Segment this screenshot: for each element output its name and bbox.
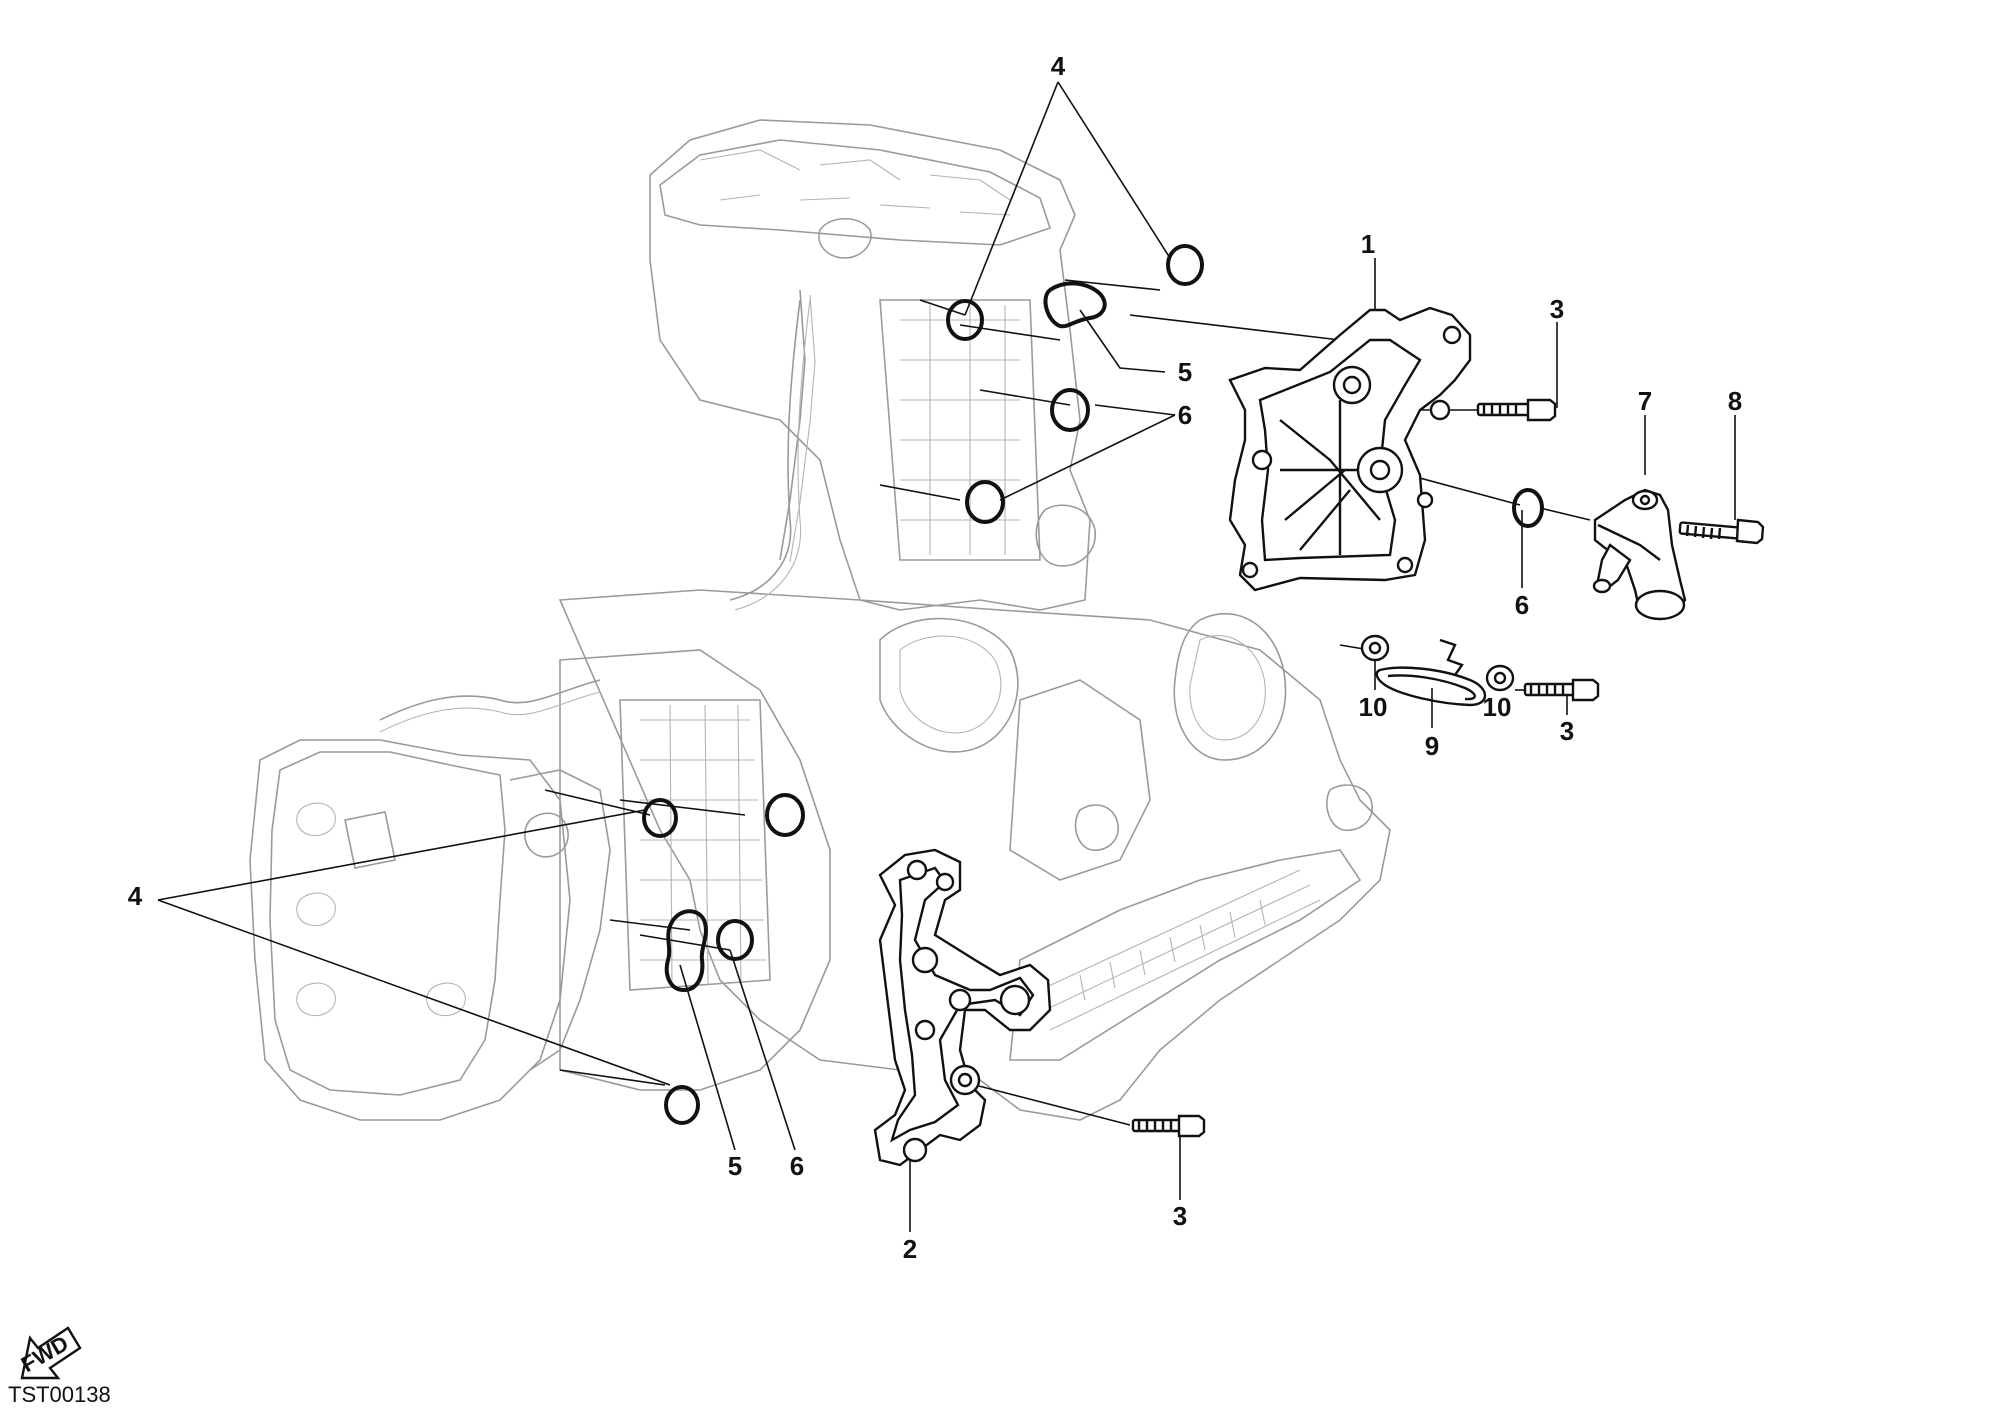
part-1-gasket-upper (1228, 306, 1472, 592)
part-5-shaped-seal (664, 281, 1107, 993)
callout-10-right: 10 (1483, 692, 1512, 722)
fwd-arrow-icon: FWD (17, 1326, 82, 1380)
drawing-code: TST00138 (8, 1382, 111, 1407)
part-3-screw-middle (1523, 678, 1600, 702)
alignment-lines (544, 279, 1746, 1126)
part-3-screw-lower (1131, 1114, 1206, 1138)
callout-3-upper: 3 (1550, 294, 1564, 324)
part-8-screw (1678, 518, 1765, 545)
part-7-water-fitting (1592, 488, 1687, 621)
part-9-clamp (1375, 638, 1487, 707)
callout-6-bottom: 6 (790, 1151, 804, 1181)
engine-block-outline (249, 119, 1391, 1121)
callout-5-top: 5 (1178, 357, 1192, 387)
part-3-screw-upper (1476, 398, 1557, 422)
callout-5-bottom: 5 (728, 1151, 742, 1181)
callout-4-top: 4 (1051, 51, 1066, 81)
callout-8: 8 (1728, 386, 1742, 416)
callout-3-lower: 3 (1173, 1201, 1187, 1231)
part-6-o-ring (716, 388, 1544, 961)
callout-labels: 1 2 3 3 3 4 4 5 5 6 6 6 7 8 9 10 10 (128, 51, 1742, 1264)
callout-9: 9 (1425, 731, 1439, 761)
callout-4-left: 4 (128, 881, 143, 911)
callout-3-middle: 3 (1560, 716, 1574, 746)
callout-6-right: 6 (1515, 590, 1529, 620)
part-4-o-ring (642, 244, 1204, 1125)
callout-7: 7 (1638, 386, 1652, 416)
callout-2: 2 (903, 1234, 917, 1264)
callout-1: 1 (1361, 229, 1375, 259)
callout-10-left: 10 (1359, 692, 1388, 722)
part-10-washer (1360, 634, 1515, 692)
callout-6-top: 6 (1178, 400, 1192, 430)
part-2-gasket-lower (873, 848, 1052, 1167)
